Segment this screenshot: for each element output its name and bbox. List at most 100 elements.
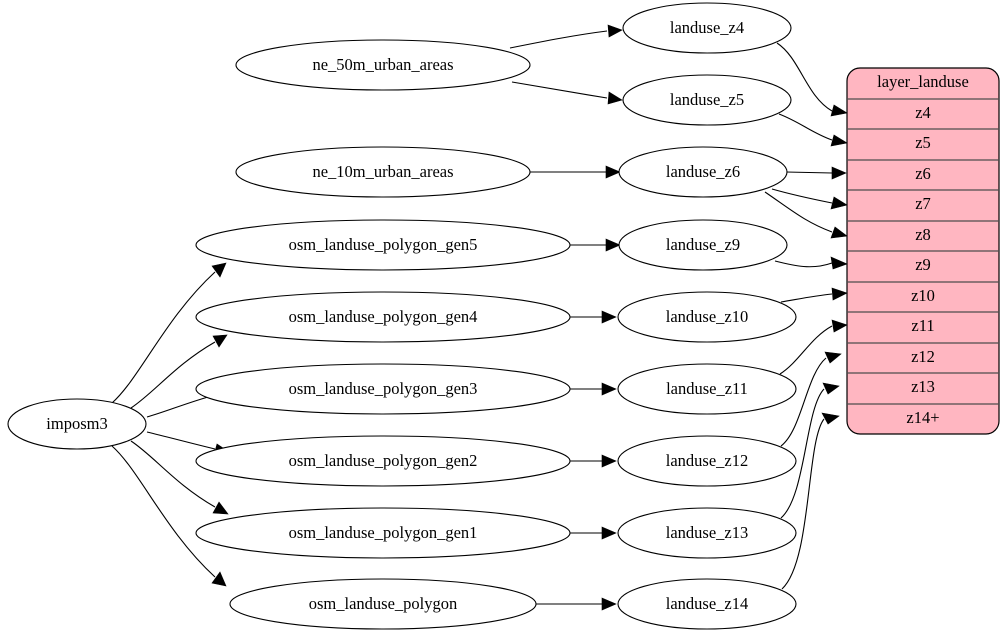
node-label: osm_landuse_polygon_gen2 — [289, 451, 478, 470]
node-shape[interactable] — [617, 291, 797, 343]
node-osm-landuse-polygon-gen5[interactable]: osm_landuse_polygon_gen5 — [195, 219, 571, 271]
edge-landuse-z9-to-row-z9 — [774, 260, 833, 268]
table-row-z13[interactable]: z13 — [911, 377, 935, 396]
arrowhead-gen5-z9 — [605, 238, 621, 252]
node-landuse-z4[interactable]: landuse_z4 — [622, 2, 792, 54]
node-osm-landuse-polygon-gen3[interactable]: osm_landuse_polygon_gen3 — [195, 363, 571, 415]
node-landuse-z5[interactable]: landuse_z5 — [622, 74, 792, 126]
node-label: landuse_z14 — [666, 594, 748, 613]
node-shape[interactable] — [235, 39, 531, 91]
node-landuse-z12[interactable]: landuse_z12 — [617, 435, 797, 487]
node-osm-landuse-polygon-gen4[interactable]: osm_landuse_polygon_gen4 — [195, 291, 571, 343]
edge-group-landuse-to-table — [764, 42, 848, 590]
edge-landuse-z11-to-row-z11 — [779, 325, 833, 375]
arrowhead-z7-row — [830, 196, 848, 210]
arrowhead-ne50m-z5 — [607, 91, 623, 105]
node-shape[interactable] — [195, 435, 571, 487]
node-shape[interactable] — [195, 219, 571, 271]
node-label: ne_50m_urban_areas — [312, 55, 453, 74]
node-osm-landuse-polygon-gen2[interactable]: osm_landuse_polygon_gen2 — [195, 435, 571, 487]
arrowhead-z9-row — [830, 256, 848, 270]
node-shape[interactable] — [622, 2, 792, 54]
arrowhead-imposm3-gen1 — [212, 501, 229, 515]
node-shape[interactable] — [617, 578, 797, 630]
node-ne-50m-urban-areas[interactable]: ne_50m_urban_areas — [235, 39, 531, 91]
node-shape[interactable] — [7, 398, 147, 450]
edge-landuse-z4-to-row-z4 — [776, 42, 833, 112]
node-ne-10m-urban-areas[interactable]: ne_10m_urban_areas — [235, 146, 531, 198]
table-row-z7[interactable]: z7 — [915, 194, 931, 213]
node-label: osm_landuse_polygon_gen5 — [289, 235, 478, 254]
table-row-z5[interactable]: z5 — [915, 133, 931, 152]
table-row-z6[interactable]: z6 — [915, 164, 931, 183]
edge-imposm3-to-osm-landuse-polygon — [111, 445, 216, 578]
edge-landuse-z13-to-row-z13 — [780, 388, 825, 519]
table-layer-landuse[interactable]: layer_landuse z4 z5 z6 z7 z8 z9 z10 z11 … — [846, 67, 1000, 435]
node-landuse-z10[interactable]: landuse_z10 — [617, 291, 797, 343]
node-landuse-z11[interactable]: landuse_z11 — [617, 363, 797, 415]
edge-group-natural-earth — [509, 24, 623, 179]
node-osm-landuse-polygon-gen1[interactable]: osm_landuse_polygon_gen1 — [195, 507, 571, 559]
table-row-z12[interactable]: z12 — [911, 347, 935, 366]
table-row-z11[interactable]: z11 — [911, 316, 934, 335]
node-shape[interactable] — [195, 291, 571, 343]
edge-imposm3-to-gen3 — [146, 394, 216, 418]
edge-group-osm-to-landuse — [535, 238, 621, 611]
arrowhead-imposm3-gen5 — [211, 262, 227, 278]
arrowhead-z6-row — [831, 166, 847, 180]
edge-landuse-z6-to-row-z6 — [785, 171, 833, 174]
node-landuse-z14[interactable]: landuse_z14 — [617, 578, 797, 630]
node-shape[interactable] — [617, 435, 797, 487]
node-label: landuse_z10 — [666, 307, 748, 326]
node-shape[interactable] — [618, 146, 788, 198]
node-landuse-z9[interactable]: landuse_z9 — [618, 219, 788, 271]
node-label: landuse_z4 — [670, 18, 744, 37]
arrowhead-gen2-z12 — [601, 454, 617, 468]
arrowhead-imposm3-gen4 — [212, 334, 228, 348]
arrowhead-z12-row — [824, 351, 842, 364]
table-row-z10[interactable]: z10 — [911, 286, 935, 305]
edge-landuse-z12-to-row-z12 — [780, 357, 827, 447]
arrowhead-imposm3-polygon — [211, 571, 227, 587]
node-shape[interactable] — [617, 363, 797, 415]
arrowhead-ne50m-z4 — [607, 24, 623, 38]
arrowhead-z5-row — [830, 134, 848, 147]
node-label: landuse_z11 — [666, 379, 748, 398]
table-row-z9[interactable]: z9 — [915, 255, 931, 274]
arrowhead-gen4-z10 — [601, 310, 617, 324]
edge-imposm3-to-gen2 — [146, 431, 216, 450]
node-shape[interactable] — [229, 578, 537, 630]
node-shape[interactable] — [622, 74, 792, 126]
node-shape[interactable] — [617, 507, 797, 559]
arrowhead-z8-row — [830, 226, 848, 239]
node-label: osm_landuse_polygon — [309, 594, 458, 613]
node-imposm3[interactable]: imposm3 — [7, 398, 147, 450]
node-label: osm_landuse_polygon_gen1 — [289, 523, 478, 542]
edge-landuse-z6-to-row-z8 — [764, 191, 833, 233]
node-label: landuse_z6 — [666, 162, 740, 181]
table-row-z8[interactable]: z8 — [915, 225, 931, 244]
table-row-z4[interactable]: z4 — [915, 103, 931, 122]
node-shape[interactable] — [618, 219, 788, 271]
node-landuse-z6[interactable]: landuse_z6 — [618, 146, 788, 198]
table-header-label: layer_landuse — [877, 72, 969, 91]
arrowhead-ne10m-z6 — [605, 165, 621, 179]
node-label: osm_landuse_polygon_gen3 — [289, 379, 478, 398]
edge-imposm3-to-gen1 — [130, 440, 216, 508]
node-label: landuse_z13 — [666, 523, 748, 542]
arrowhead-gen1-z13 — [601, 526, 617, 540]
edge-landuse-z14-to-row-z14plus — [781, 418, 825, 590]
table-row-z14plus[interactable]: z14+ — [906, 408, 939, 427]
node-shape[interactable] — [195, 507, 571, 559]
node-landuse-z13[interactable]: landuse_z13 — [617, 507, 797, 559]
node-shape[interactable] — [235, 146, 531, 198]
edge-imposm3-to-gen4 — [130, 341, 216, 409]
node-osm-landuse-polygon[interactable]: osm_landuse_polygon — [229, 578, 537, 630]
arrowhead-z11-row — [831, 319, 848, 333]
arrowhead-z14plus-row — [821, 412, 840, 425]
arrowhead-z4-row — [830, 104, 848, 117]
edge-landuse-z6-to-row-z7 — [771, 188, 833, 204]
node-shape[interactable] — [195, 363, 571, 415]
arrowhead-gen3-z11 — [601, 382, 617, 396]
